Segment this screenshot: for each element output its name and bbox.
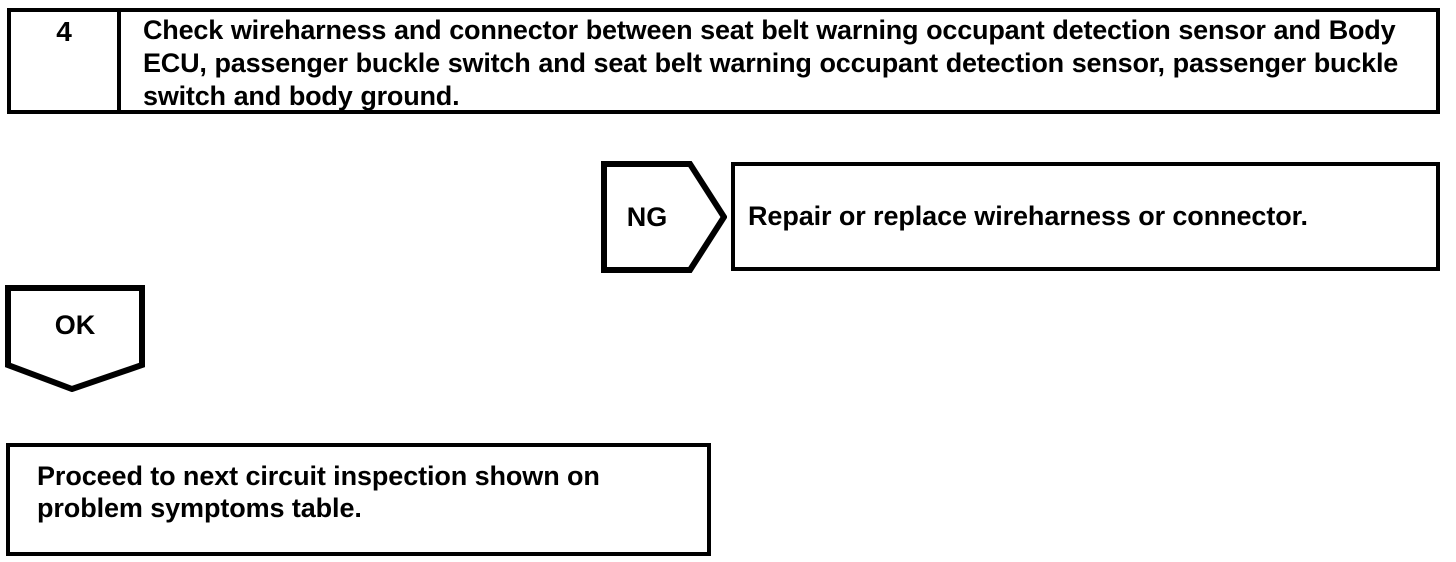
- ok-result-text: Proceed to next circuit inspection shown…: [37, 461, 600, 523]
- ok-branch-arrow: [5, 285, 145, 392]
- ng-branch-label-wrap: NG: [601, 161, 693, 273]
- ng-branch-arrow: [601, 161, 727, 273]
- step-number: 4: [56, 16, 72, 47]
- ok-branch-label: OK: [54, 309, 96, 340]
- step-instruction-cell: Check wireharness and connector between …: [125, 12, 1436, 111]
- ok-branch-label-wrap: OK: [5, 285, 145, 365]
- ng-result-text: Repair or replace wireharness or connect…: [748, 201, 1308, 231]
- ng-branch-label: NG: [626, 201, 668, 232]
- step-row: 4 Check wireharness and connector betwee…: [7, 8, 1440, 114]
- ng-result-box: Repair or replace wireharness or connect…: [731, 162, 1440, 271]
- step-number-cell: 4: [11, 12, 121, 110]
- ok-result-box: Proceed to next circuit inspection shown…: [6, 443, 711, 556]
- step-instruction-text: Check wireharness and connector between …: [143, 15, 1399, 111]
